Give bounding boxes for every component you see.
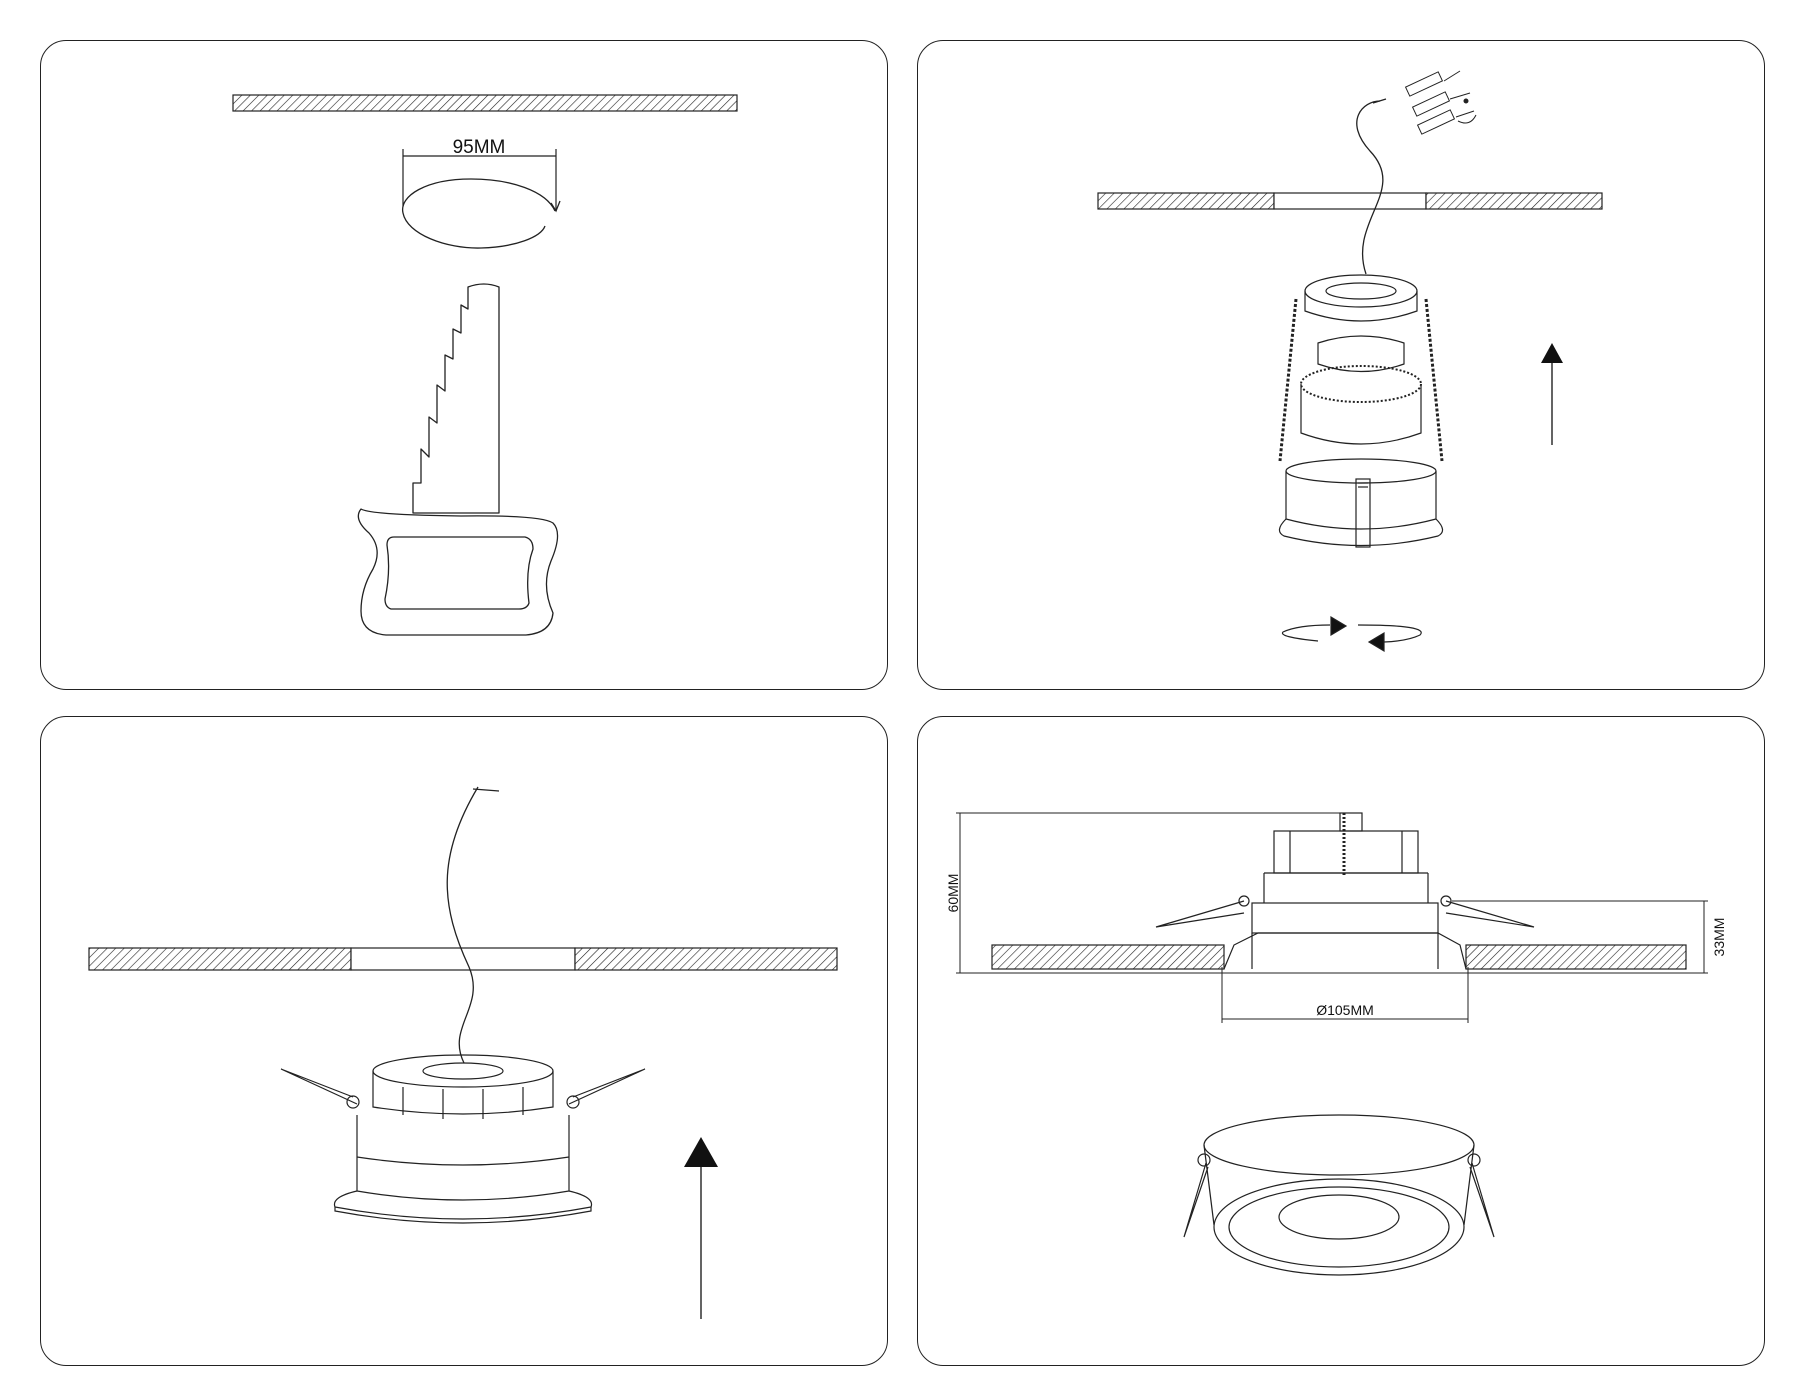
ceiling-board (1097, 192, 1603, 210)
spring-clip-icon (280, 1068, 646, 1109)
rotate-arrows-icon (1281, 615, 1422, 653)
installed-fixture (1223, 812, 1467, 970)
ceiling-board (88, 947, 838, 971)
power-cable (1356, 100, 1384, 275)
cut-circle (402, 178, 561, 249)
step-1-panel: 95MM (40, 40, 888, 690)
downlight-fixture (1278, 274, 1444, 548)
height-label: 60MM (945, 874, 961, 913)
step-3-panel (40, 716, 888, 1366)
spring-clip-icon (1155, 895, 1535, 928)
up-arrow-icon (684, 1137, 718, 1319)
hand-saw-icon (357, 283, 559, 636)
downlight-fixture (333, 1054, 593, 1224)
ceiling-board (232, 94, 738, 112)
cable-connector-icon (1404, 70, 1477, 135)
hole-dimension (402, 149, 557, 211)
fixture-perspective (1183, 1114, 1495, 1276)
hole-diameter-label: 95MM (453, 137, 506, 158)
up-arrow-icon (1541, 343, 1563, 445)
step-4-panel: 60MM 33MM Ø105MM (917, 716, 1765, 1366)
depth-label: 33MM (1711, 918, 1727, 957)
step-2-panel (917, 40, 1765, 690)
dimension-lines (956, 812, 1708, 1023)
diameter-label: Ø105MM (1316, 1002, 1374, 1018)
power-cable (446, 786, 479, 1064)
ceiling-board (991, 944, 1687, 970)
